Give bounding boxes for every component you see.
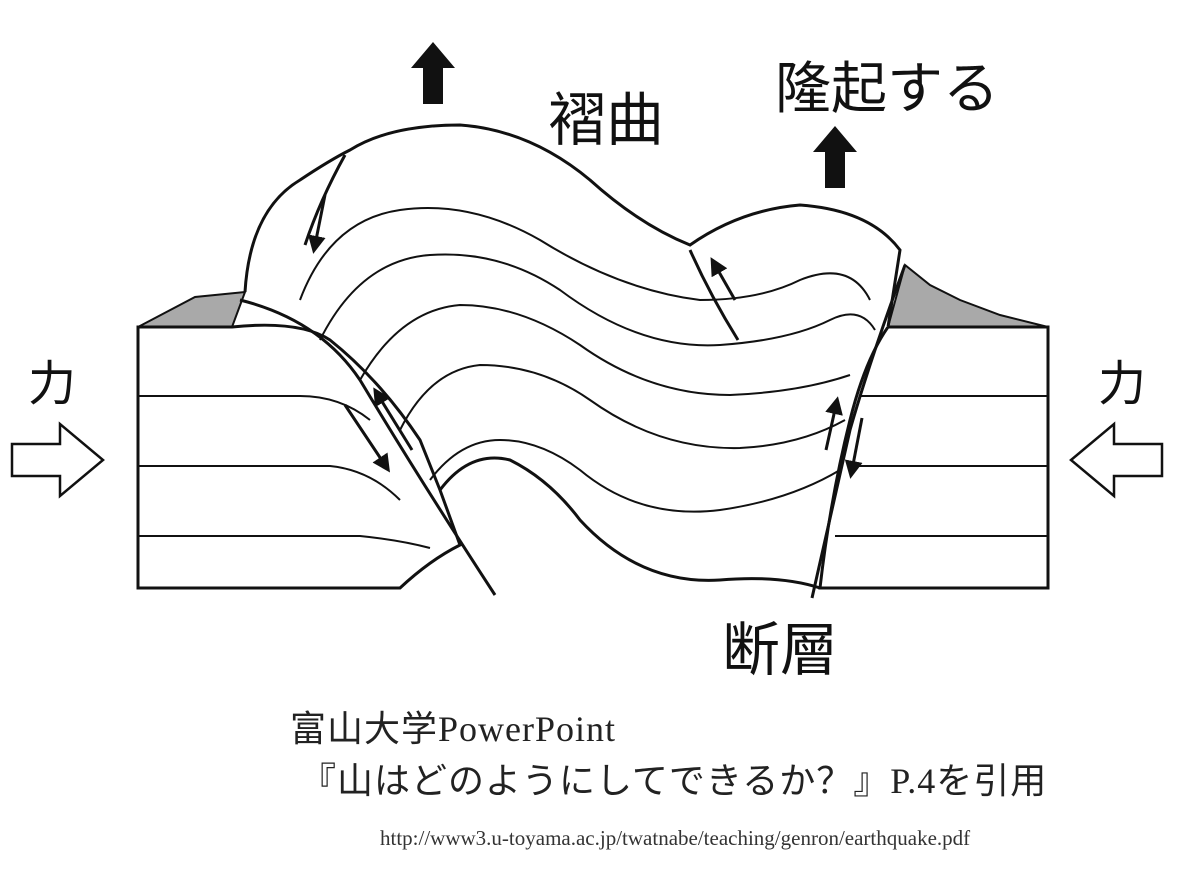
right-fault-slip-arrow-up: [826, 405, 836, 450]
citation-title: 富山大学PowerPoint: [290, 700, 1090, 752]
force-label-left: 力: [28, 356, 76, 412]
left-terrain-shade: [138, 292, 245, 327]
fold-label: 褶曲: [548, 86, 664, 154]
fault-label: 断層: [722, 616, 838, 684]
source-url: http://www3.u-toyama.ac.jp/twatnabe/teac…: [380, 826, 1160, 851]
right-force-arrow: [1071, 424, 1162, 496]
citation-subtitle: 『山はどのようにしてできるか？』P.4を引用: [300, 752, 1180, 804]
uplift-arrow-left: [411, 42, 455, 104]
left-rock-block: [138, 325, 460, 588]
left-force-arrow: [12, 424, 103, 496]
right-terrain-shade: [888, 265, 1048, 327]
force-label-right: 力: [1098, 356, 1146, 412]
uplift-label: 隆起する: [775, 57, 999, 122]
uplift-arrow-right: [813, 126, 857, 188]
